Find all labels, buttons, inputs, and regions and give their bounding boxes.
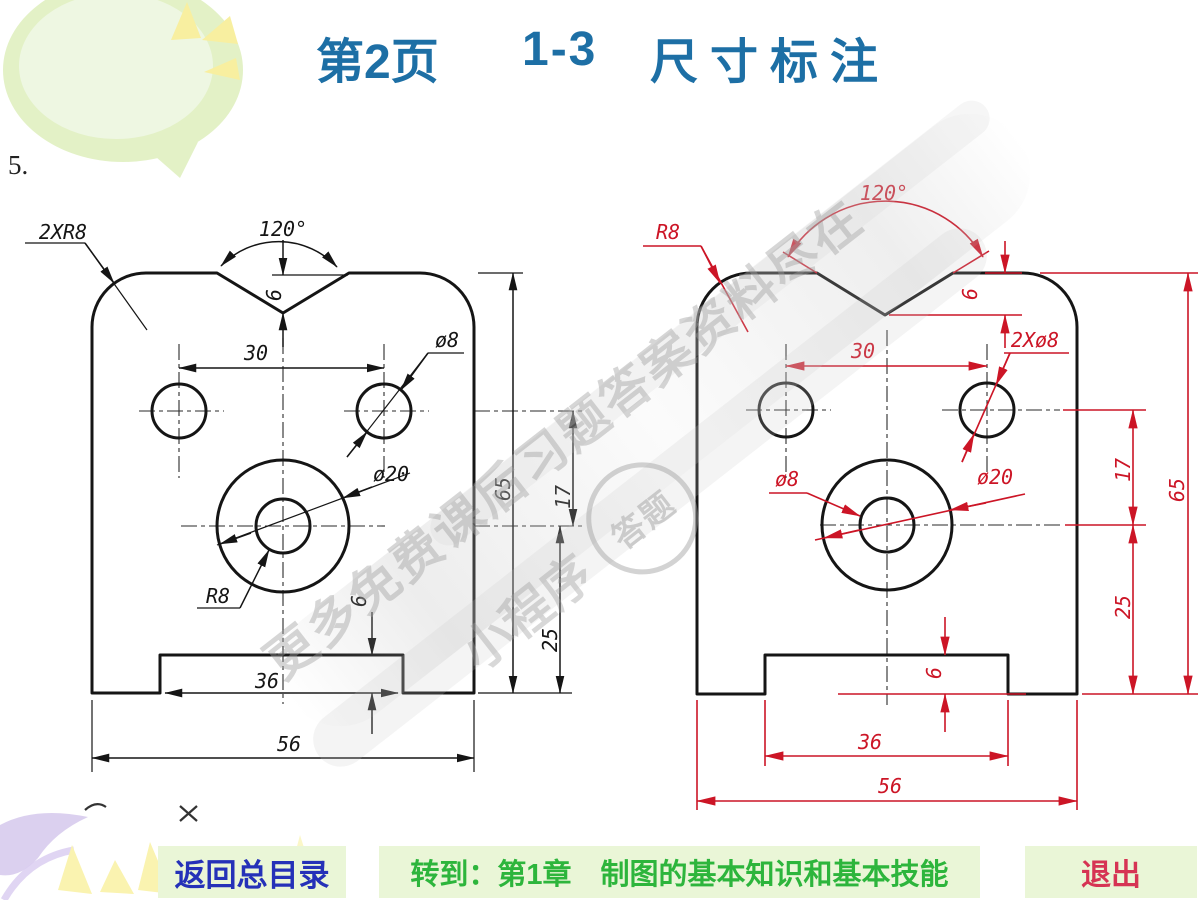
dim-label-corner-note: 2XR8 [39,220,87,244]
small-hole [150,382,208,440]
dim-label-offset: 17 [1111,458,1135,482]
small-hole [355,382,413,440]
dim-label-bore-dia: ø8 [775,467,799,491]
right-drawing: 120° R8 6 2Xø8 30 ø8 ø20 [643,181,1198,810]
back-to-contents-button[interactable]: 返回总目录 [158,846,346,898]
dim-label-boss-dia: ø20 [977,465,1013,489]
section-name-title: 尺寸标注 [650,36,891,89]
dim-label-width: 56 [878,774,902,798]
part-outline [695,271,1079,696]
dim-label-height: 65 [1165,478,1189,502]
dim-label-boss-dia: ø20 [373,462,409,486]
dim-label-center-height: 25 [1111,595,1135,619]
dim-label-vee-angle: 120° [860,181,908,205]
dimensions: 120° 6 2XR8 30 ø8 ø20 R8 [25,217,578,772]
dim-label-corner-radius: R8 [656,220,680,244]
dim-label-hole-spacing: 30 [243,341,268,365]
centerlines [746,330,1060,705]
dim-label-slot-width: 36 [857,730,882,754]
dim-label-hole-dia: ø8 [435,328,459,352]
small-hole [958,381,1016,439]
dim-label-vee-depth: 6 [958,288,982,300]
exit-button[interactable]: 退出 [1025,846,1197,898]
dim-label-height: 65 [491,477,515,501]
dim-label-slot-depth: 6 [922,667,946,679]
dim-label-hole-spacing: 30 [850,339,875,363]
dimensions: 120° R8 6 2Xø8 30 ø8 ø20 [643,181,1198,810]
dim-label-slot-depth: 6 [347,595,371,607]
dim-label-center-height: 25 [538,628,562,652]
dim-label-bore-note: R8 [206,584,230,608]
small-hole [757,381,815,439]
dim-label-vee-depth: 6 [262,289,286,301]
left-drawing: 120° 6 2XR8 30 ø8 ø20 R8 [25,217,583,772]
boss-circle [215,458,351,594]
section-number-title: 1-3 [522,23,598,76]
bore-circle [858,496,916,554]
dim-label-offset: 17 [551,485,575,509]
dim-label-slot-width: 36 [254,669,279,693]
goto-chapter-button[interactable]: 转到：第1章 制图的基本知识和基本技能 [379,846,980,898]
bore-circle [254,497,312,555]
dim-label-width: 56 [277,732,301,756]
boss-circle [820,458,954,592]
page-number-title: 第2页 [316,36,439,89]
dim-label-vee-angle: 120° [259,217,307,241]
part-outline [90,271,476,695]
dim-label-holes-note: 2Xø8 [1011,328,1059,352]
centerlines [139,338,583,704]
